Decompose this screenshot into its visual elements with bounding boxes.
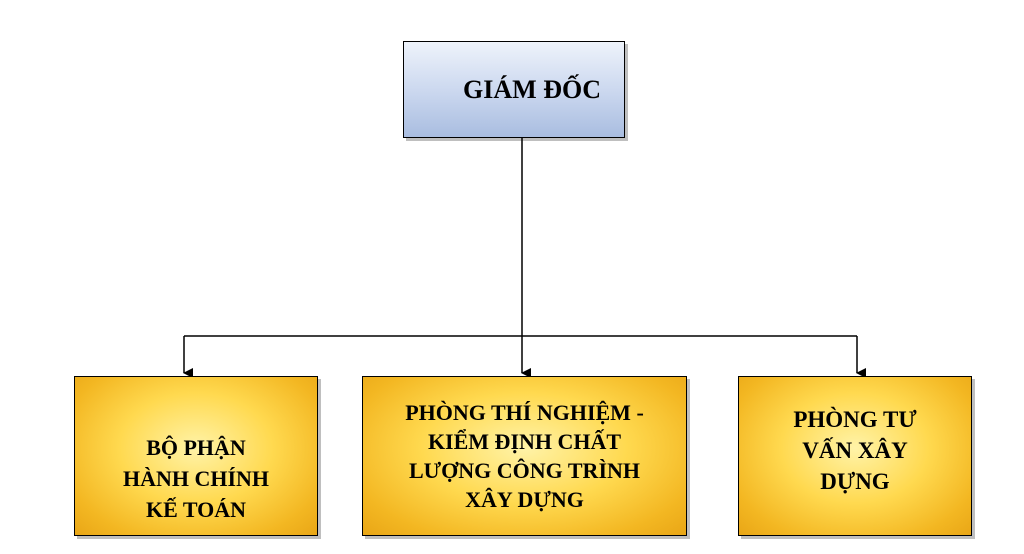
consulting-box: PHÒNG TƯ VẤN XÂY DỰNG — [738, 376, 972, 536]
testing-lab-label: PHÒNG THÍ NGHIỆM - KIỂM ĐỊNH CHẤT LƯỢNG … — [405, 400, 644, 512]
admin-accounting-label: BỘ PHẬN HÀNH CHÍNH KẾ TOÁN — [122, 434, 270, 522]
admin-accounting-box: BỘ PHẬN HÀNH CHÍNH KẾ TOÁN — [74, 376, 318, 536]
testing-lab-box: PHÒNG THÍ NGHIỆM - KIỂM ĐỊNH CHẤT LƯỢNG … — [362, 376, 687, 536]
director-label: GIÁM ĐỐC — [463, 74, 601, 104]
consulting-label: PHÒNG TƯ VẤN XÂY DỰNG — [793, 406, 917, 494]
director-box: GIÁM ĐỐC — [403, 41, 625, 138]
